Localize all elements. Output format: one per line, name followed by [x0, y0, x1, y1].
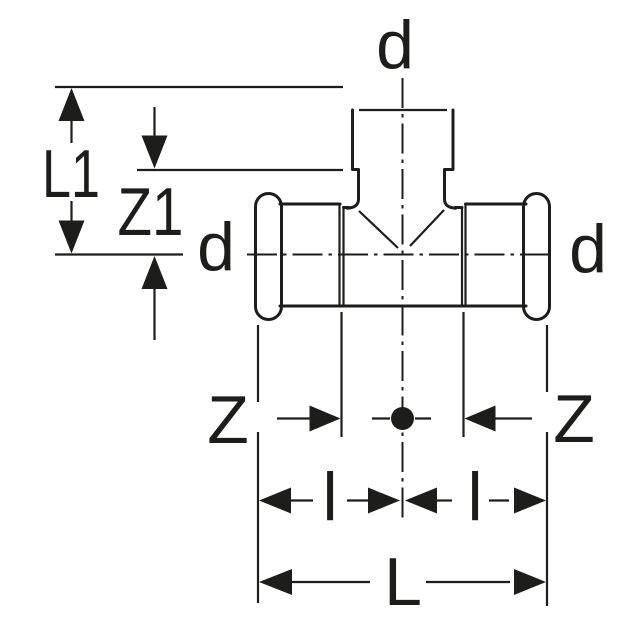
right-socket-lip [522, 192, 551, 321]
top-socket-right-wall [443, 108, 457, 210]
label-d-right: d [569, 211, 607, 287]
centerlines [247, 78, 556, 518]
arrow-right-icon [309, 405, 341, 432]
arrow-left-icon [259, 487, 291, 514]
label-L: L [384, 544, 422, 620]
label-d-top: d [376, 7, 414, 83]
right-socket-step [460, 204, 467, 306]
arrow-right-icon [514, 569, 546, 595]
label-Z-right: Z [553, 381, 595, 457]
bore-chamfer-right [409, 209, 445, 247]
label-L1: L1 [42, 136, 100, 212]
arrow-right-icon [368, 487, 400, 514]
bore-chamfer-left [358, 210, 399, 249]
arrow-up-icon [58, 88, 85, 121]
label-Z1: Z1 [118, 174, 184, 250]
center-point-dot [391, 407, 414, 430]
arrow-down-icon [141, 135, 168, 169]
dimension-l-row: l l [259, 459, 546, 535]
arrow-right-icon [514, 487, 546, 514]
arrow-left-icon [464, 405, 496, 432]
dimension-L-row: L [259, 544, 546, 620]
label-l-right: l [467, 459, 482, 535]
top-socket-left-wall [346, 108, 360, 210]
left-socket-lip [254, 192, 283, 321]
arrow-left-icon [259, 569, 292, 595]
label-Z-left: Z [207, 382, 249, 458]
extension-lines [55, 85, 549, 606]
dimension-Z1: Z1 [118, 107, 184, 340]
arrow-up-icon [141, 256, 168, 289]
label-l-left: l [322, 459, 337, 535]
diameter-labels: d d d [197, 7, 607, 287]
arrow-down-icon [58, 220, 85, 254]
label-d-left: d [197, 209, 235, 285]
arrow-left-icon [405, 487, 437, 514]
dimension-L1: L1 [42, 88, 100, 254]
dimension-Z-row: Z Z [207, 381, 595, 458]
